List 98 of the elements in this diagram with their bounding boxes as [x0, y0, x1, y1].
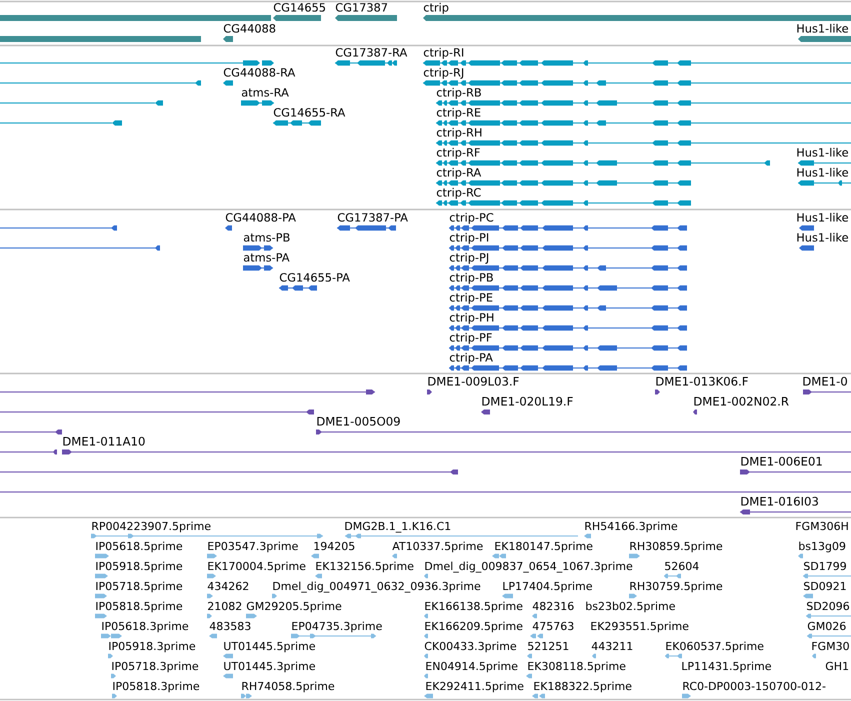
protein-label: Hus1-like: [797, 232, 848, 242]
est-label: RH30859.5prime: [630, 542, 722, 552]
est-label: bs23b02.5prime: [586, 602, 675, 612]
protein-label: CG17387-PA: [338, 213, 408, 222]
transcript-label: ctrip-RB: [436, 88, 481, 99]
clone-label: DME1-005O09: [317, 416, 400, 426]
transcript-label: ctrip-RH: [436, 128, 482, 139]
est-label: EP03547.3prime: [208, 542, 298, 552]
est-label: Dmel_dig_009837_0654_1067.3prime: [425, 562, 632, 573]
est-label: EN04914.5prime: [426, 662, 518, 672]
est-label: 475763: [532, 622, 574, 630]
protein-label: ctrip-PF: [450, 332, 492, 344]
est-label: RH54166.3prime: [585, 522, 678, 532]
gene-label: CG14655: [274, 3, 325, 12]
est-label: RH30759.5prime: [630, 582, 722, 592]
protein-label: ctrip-PE: [450, 292, 492, 304]
clone-label: DME1-013K06.F: [656, 376, 748, 386]
protein-label: atms-PA: [244, 253, 290, 262]
est-label: SD2096: [807, 602, 850, 610]
est-label: RP004223907.5prime: [92, 522, 210, 532]
est-label: EK166138.5prime: [425, 602, 522, 612]
est-label: 194205: [314, 542, 354, 550]
gene-label: CG44088: [224, 24, 276, 33]
clone-label: DME1-006E01: [741, 456, 822, 466]
est-label: Dmel_dig_004971_0632_0936.3prime: [273, 582, 480, 593]
est-label: EK308118.5prime: [528, 662, 626, 672]
est-label: 483583: [210, 622, 250, 630]
est-label: UT01445.5prime: [224, 642, 315, 652]
est-label: FGM30: [812, 642, 849, 650]
est-label: SD0921: [804, 582, 846, 590]
est-label: 521251: [528, 642, 568, 650]
est-label: IP05818.5prime: [96, 602, 182, 612]
est-label: 21082: [208, 602, 242, 610]
est-label: IP05618.5prime: [96, 542, 182, 552]
est-label: UT01445.3prime: [224, 662, 315, 672]
est-label: RH74058.5prime: [242, 682, 334, 692]
transcript-label: ctrip-RI: [424, 48, 464, 59]
gene-label: Hus1-like: [797, 24, 848, 33]
est-label: FGM306H: [796, 522, 848, 530]
transcript-label: CG14655-RA: [274, 108, 346, 117]
est-label: IP05618.3prime: [102, 622, 188, 632]
transcript-label: Hus1-like: [797, 148, 848, 157]
est-label: EK170004.5prime: [208, 562, 306, 572]
protein-label: ctrip-PJ: [450, 252, 488, 264]
est-label: IP05918.3prime: [109, 642, 196, 652]
est-label: EP04735.3prime: [292, 622, 382, 632]
protein-label: Hus1-like: [797, 212, 848, 222]
protein-label: ctrip-PC: [450, 212, 494, 224]
clone-label: DME1-016I03: [741, 496, 818, 506]
est-label: bs13g09: [799, 542, 846, 552]
clone-label: DME1-002N02.R: [694, 396, 789, 406]
est-label: CK00433.3prime: [424, 642, 516, 652]
est-label: EK132156.5prime: [316, 562, 414, 572]
est-label: AT10337.5prime: [392, 542, 483, 552]
est-label: EK188322.5prime: [534, 682, 632, 692]
clone-label: DME1-011A10: [63, 436, 145, 446]
est-label: 443211: [592, 642, 632, 650]
est-label: IP05718.5prime: [96, 582, 182, 592]
protein-label: atms-PB: [244, 233, 290, 242]
transcript-label: ctrip-RJ: [424, 68, 464, 79]
est-label: IP05818.3prime: [113, 682, 200, 692]
protein-label: ctrip-PH: [450, 312, 494, 324]
est-label: EK292411.5prime: [426, 682, 524, 692]
transcript-label: ctrip-RF: [436, 148, 480, 159]
est-label: EK293551.5prime: [591, 622, 688, 632]
est-label: 482316: [532, 602, 574, 610]
est-label: 52604: [665, 562, 699, 570]
est-label: IP05718.3prime: [112, 662, 198, 672]
est-label: SD1799: [804, 562, 846, 570]
est-label: 434262: [208, 582, 248, 590]
transcript-label: CG17387-RA: [336, 48, 408, 57]
protein-label: ctrip-PB: [450, 272, 493, 284]
est-label: EK166209.5prime: [425, 622, 522, 632]
clone-label: DME1-009L03.F: [428, 376, 519, 386]
gene-label: ctrip: [424, 2, 448, 14]
est-label: GM026: [808, 622, 846, 630]
transcript-label: CG44088-RA: [224, 68, 296, 77]
est-label: LP17404.5prime: [503, 582, 592, 592]
protein-label: CG14655-PA: [280, 273, 350, 282]
transcript-label: ctrip-RE: [436, 108, 480, 119]
est-label: RC0-DP0003-150700-012-: [683, 682, 826, 690]
protein-label: ctrip-PA: [450, 352, 493, 364]
transcript-label: Hus1-like: [797, 168, 848, 177]
est-label: LP11431.5prime: [682, 662, 771, 672]
protein-label: ctrip-PI: [450, 232, 488, 244]
clone-label: DME1-0: [803, 376, 847, 386]
transcript-label: atms-RA: [242, 88, 289, 97]
transcript-label: ctrip-RA: [436, 168, 482, 179]
est-label: IP05918.5prime: [96, 562, 182, 572]
est-label: GH1: [826, 662, 848, 670]
transcript-label: ctrip-RC: [436, 188, 481, 199]
est-label: EK060537.5prime: [666, 642, 764, 652]
gene-label: CG17387: [336, 3, 388, 12]
est-label: EK180147.5prime: [495, 542, 592, 552]
protein-label: CG44088-PA: [226, 213, 296, 222]
est-label: GM29205.5prime: [246, 602, 342, 612]
est-label: DMG2B.1_1.K16.C1: [345, 522, 450, 533]
clone-label: DME1-020L19.F: [482, 396, 573, 406]
